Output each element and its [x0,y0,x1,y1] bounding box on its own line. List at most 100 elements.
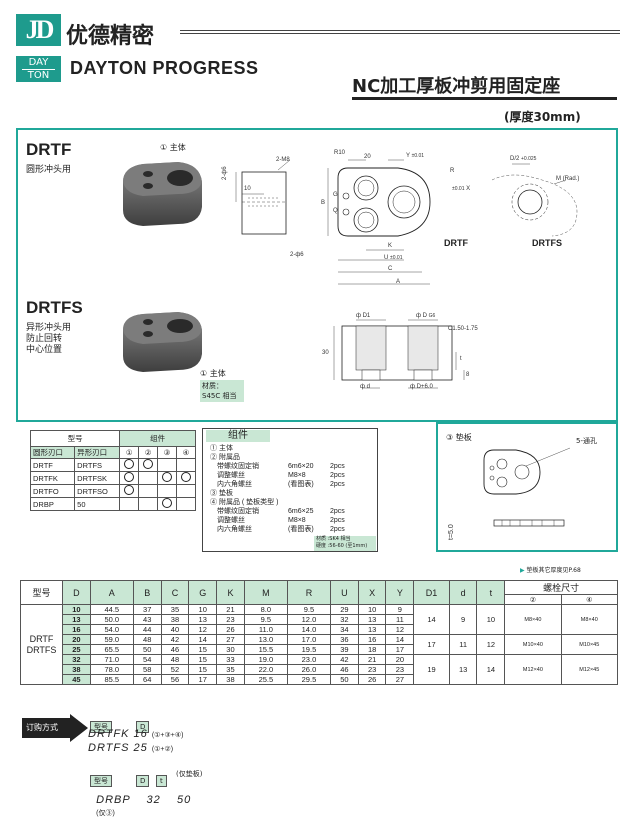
included-circle-icon [124,459,135,469]
component-name: 内六角螺丝 [210,481,252,488]
spec-value-cell: 12 [188,624,218,635]
part-num-3: ③ [157,446,177,459]
drtfs-top-view [491,163,578,237]
components-material-text: 材质 :SK4 相当 [316,536,351,542]
spec-value-cell: 10 [357,604,387,615]
page-title: NC加工厚板冲剪用固定座 [352,76,561,97]
spec-value-cell: 9 [385,604,415,615]
component-line: ③ 垫板 [210,489,376,498]
spec-value-cell: 15 [188,664,218,675]
spec-header-cell: B [132,580,162,605]
type-table-shaped-header: 异形刃口 [74,446,121,459]
spec-group-cell: 13 [448,654,478,685]
spec-value-cell: 29 [329,604,359,615]
spec-value-cell: 15 [188,644,218,655]
component-line: ① 主体 [210,444,376,453]
drtf-desc: 圆形冲头用 [26,165,72,175]
component-name: ③ 垫板 [210,490,233,497]
spec-screw-sub: ④ [560,594,619,605]
pad-box [436,422,618,552]
spec-value-cell: 17 [188,674,218,685]
type-mark-cell [176,458,196,472]
dim-phi-d-plus: ф D+6.0 [410,384,433,390]
spec-value-cell: 35 [160,604,190,615]
component-name: ① 主体 [210,445,233,452]
spec-value-cell: 13 [188,614,218,625]
type-shaped-code: DRTFSK [74,471,121,485]
spec-d-cell: 16 [62,624,91,635]
type-round-code: DRTF [29,458,76,472]
dim-8: 8 [466,372,470,378]
spec-value-cell: 13 [357,624,387,635]
dim-d2-tol: +0.025 [521,156,537,162]
component-name: 调整螺丝 [210,517,245,524]
spec-value-cell: 14 [385,634,415,645]
spec-d-cell: 45 [62,674,91,685]
type-mark-cell [176,471,196,485]
dim-x-label: X [466,186,471,192]
spec-header-cell: t [476,580,506,605]
spec-value-cell: 20 [385,654,415,665]
pad-note-text: 垫板其它厚度见P.68 [526,567,581,574]
spec-group-cell: 9 [448,604,478,635]
spec-group-cell: M8×40 [504,604,562,635]
spec-value-cell: 8.0 [243,604,288,615]
material-label: 材质： [202,382,223,390]
order-line-3-note: (仅③) [96,810,115,817]
pad-note-icon: ▶ [520,567,525,574]
spec-value-cell: 48 [160,654,190,665]
type-shaped-code: DRTFSO [74,484,121,498]
dim-phi-small-d: ф d [360,384,370,390]
spec-d-cell: 38 [62,664,91,675]
dim-t: t [460,356,462,362]
component-name: 带螺纹固定销 [210,463,259,470]
dim-q: Q [333,208,338,214]
dim-d2: D/2 +0.025 [510,156,536,162]
dim-2m8: 2-M8 [276,157,290,163]
type-table-model-header: 型号 [29,430,121,447]
drtfs-photo [123,312,202,372]
spec-value-cell: 12 [385,624,415,635]
spec-group-cell: M10×45 [560,634,619,655]
spec-value-cell: 56 [160,674,190,685]
component-line: ④ 附属品 ( 垫板类型 ) [210,498,376,507]
spec-value-cell: 85.5 [89,674,134,685]
order-line-3: DRBP 32 50 (仅③) [88,782,191,818]
spec-value-cell: 37 [132,604,162,615]
spec-group-cell: 14 [476,654,506,685]
spec-header-cell: A [89,580,134,605]
type-shaped-code: 50 [74,497,121,511]
component-qty: 2pcs [330,526,345,533]
spec-value-cell: 52 [160,664,190,675]
badge-bottom: TON [27,70,50,81]
component-name: ② 附属品 [210,454,240,461]
dim-u-tol: ±0.01 [390,255,403,261]
order-box-d-label: D [136,721,150,733]
drtfs-code: DRTFS [26,298,83,317]
spec-group-cell: 10 [476,604,506,635]
spec-d-cell: 25 [62,644,91,655]
type-round-code: DRTFO [29,484,76,498]
component-line: 内六角螺丝(看图表)2pcs [210,480,376,489]
components-hardness-text: 硬度 :56-60 (至1mm) [316,543,368,549]
dim-a: A [396,279,401,285]
spec-header-cell: K [216,580,245,605]
component-qty: 2pcs [330,472,345,479]
pad-hole-note: 5-通孔 [576,437,597,445]
brand-badge: DAY TON [16,56,61,82]
dim-k: K [388,243,393,249]
spec-group-cell: 14 [413,604,450,635]
component-name: 内六角螺丝 [210,526,252,533]
spec-value-cell: 54 [132,654,162,665]
type-mark-cell [176,497,196,511]
spec-value-cell: 78.0 [89,664,134,675]
dim-u: U ±0.01 [384,255,403,261]
